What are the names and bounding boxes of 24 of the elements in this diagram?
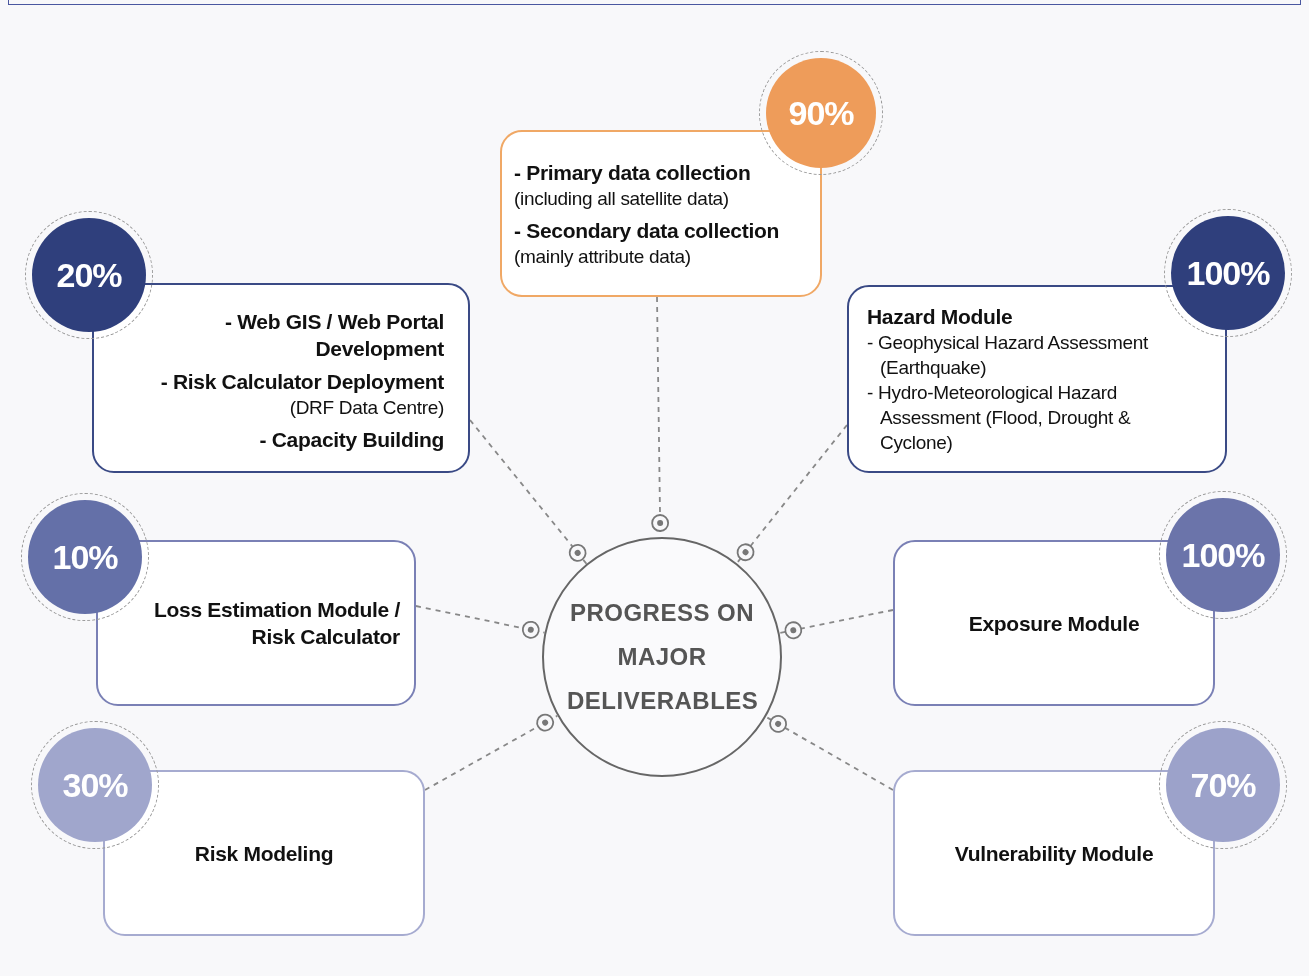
dashed-connector	[735, 424, 848, 565]
card-text: (including all satellite data)	[514, 186, 730, 211]
center-title: PROGRESS ON MAJOR DELIVERABLES	[567, 598, 757, 716]
card-heading: - Risk Calculator Deployment	[159, 368, 444, 395]
card-heading: - Capacity Building	[258, 426, 444, 453]
card-heading: Hazard Module	[867, 304, 1014, 330]
card-heading: Vulnerability Module	[953, 840, 1155, 867]
card-heading: - Primary data collection	[514, 159, 752, 186]
deliverable-card	[500, 130, 822, 297]
card-text: - Hydro-Meteorological Hazard Assessment (Flood, Drought & Cyclone)	[867, 381, 1132, 455]
card-text: - Geophysical Hazard Assessment (Earthquake)	[867, 331, 1150, 380]
card-text: (mainly attribute data)	[514, 244, 692, 269]
card-heading: Loss Estimation Module / Risk Calculator	[153, 597, 400, 650]
card-text: (DRF Data Centre)	[288, 395, 444, 420]
dashed-connector	[778, 609, 894, 640]
dashed-connector	[469, 419, 588, 565]
dashed-connector	[415, 605, 546, 639]
dashed-connector	[765, 714, 894, 791]
card-heading: - Secondary data collection	[514, 217, 780, 244]
card-heading: - Web GIS / Web Portal Development	[224, 308, 444, 362]
deliverable-card	[847, 285, 1227, 473]
card-heading: Exposure Module	[967, 610, 1141, 637]
card-heading: Risk Modeling	[193, 840, 335, 867]
dashed-connector	[424, 713, 559, 791]
